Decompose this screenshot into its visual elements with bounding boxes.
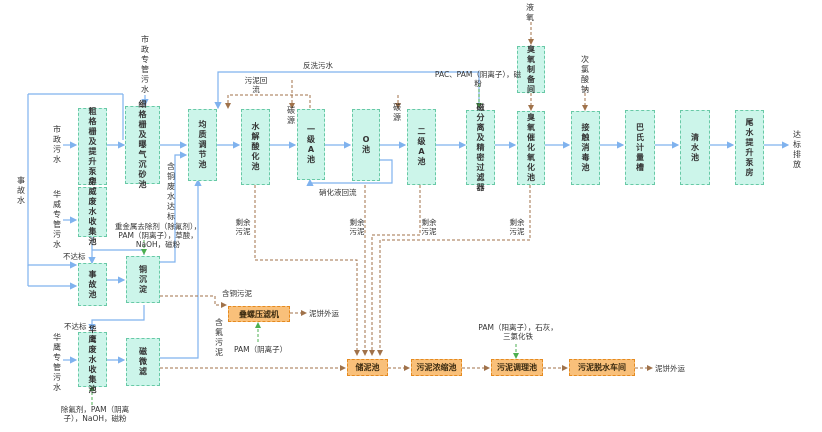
unit-contact-disinfection: 接触消毒池 (571, 111, 600, 185)
unit-huaying-collection-label: 华鹰废水收集池 (88, 324, 97, 394)
unit-o-tank: O池 (352, 109, 380, 181)
label-cake-out-2: 泥饼外运 (655, 364, 685, 373)
unit-ozone-oxidation-label: 臭氧催化氧化池 (527, 113, 535, 182)
unit-ozone-generation: 臭氧制备间 (517, 44, 545, 94)
unit-tail-pump-label: 尾水提升泵房 (745, 117, 754, 177)
unit-clear-water: 清水池 (680, 110, 710, 185)
label-pam-cation: PAM（阳离子），石灰，三氯化铁 (478, 323, 558, 341)
label-defluorine-reagent: 除氟剂，PAM（阴离子），NaOH，磁粉 (60, 405, 130, 423)
label-accident-water: 事故水 (17, 176, 25, 205)
unit-hydrolysis: 水解酸化池 (241, 109, 270, 185)
label-hypochlorite: 次氯酸钠 (581, 55, 589, 94)
unit-o-tank-label: O池 (362, 135, 370, 154)
unit-sludge-conditioning: 污泥调理池 (491, 359, 543, 376)
label-copper-sludge: 含铜污泥 (222, 289, 252, 298)
label-liquid-oxygen: 液氧 (526, 3, 534, 22)
unit-accident-tank-label: 事故池 (88, 269, 97, 299)
label-carbon-source-1: 碳源 (287, 106, 295, 125)
unit-sludge-thickener: 污泥浓缩池 (411, 359, 462, 376)
unit-primary-a-label: 一级A池 (307, 124, 315, 164)
label-huawei-pipe: 华威专管污水 (53, 190, 61, 249)
label-huaying-pipe: 华鹰专管污水 (53, 333, 61, 392)
unit-dewatering-building: 污泥脱水车间 (569, 359, 635, 376)
sludge-flow-lines (160, 22, 653, 371)
label-municipal-pipe: 市政专管污水 (141, 35, 149, 94)
unit-equalization: 均质调节池 (188, 109, 217, 181)
label-copper-wastewater: 含铜废水达标 (167, 162, 175, 221)
label-surplus-sludge-4: 剩余污泥 (509, 218, 525, 236)
unit-accident-tank: 事故池 (78, 263, 107, 306)
unit-screw-press: 叠螺压滤机 (228, 306, 290, 322)
unit-tail-pump: 尾水提升泵房 (735, 110, 764, 185)
label-surplus-sludge-3: 剩余污泥 (421, 218, 437, 236)
unit-ozone-oxidation: 臭氧催化氧化池 (517, 111, 545, 185)
unit-secondary-a: 二级A池 (407, 109, 436, 185)
label-not-compliant-2: 不达标 (64, 322, 87, 331)
unit-coarse-screen-label: 粗格栅及提升泵房 (88, 106, 97, 186)
label-surplus-sludge-1: 剩余污泥 (235, 218, 251, 236)
unit-copper-precipitation-label: 铜沉淀 (139, 264, 147, 294)
reagent-lines (89, 84, 519, 405)
unit-huaying-collection: 华鹰废水收集池 (78, 325, 107, 394)
label-fluorine-sludge: 含氟污泥 (215, 318, 223, 357)
unit-sludge-storage: 储泥池 (347, 359, 388, 376)
unit-secondary-a-label: 二级A池 (417, 127, 426, 166)
unit-huawei-collection-label: 华威废水收集池 (88, 177, 97, 246)
unit-mag-separation: 磁分离及精密过滤器 (466, 103, 495, 192)
unit-equalization-label: 均质调节池 (198, 120, 207, 169)
label-surplus-sludge-2: 剩余污泥 (349, 218, 365, 236)
unit-magnetic-microfilter: 磁微滤 (126, 338, 160, 386)
label-nitrate-return: 硝化液回流 (319, 188, 357, 197)
label-carbon-source-2: 碳源 (393, 103, 401, 122)
label-backwash: 反洗污水 (303, 61, 333, 70)
label-not-compliant-1: 不达标 (63, 252, 86, 261)
label-pam-anion: PAM（阴离子） (234, 345, 288, 354)
unit-fine-screen-label: 细格栅及曝气沉砂池 (138, 100, 147, 189)
label-discharge: 达标排放 (793, 130, 801, 169)
unit-fine-screen: 细格栅及曝气沉砂池 (125, 100, 160, 189)
unit-hydrolysis-label: 水解酸化池 (251, 122, 260, 171)
unit-clear-water-label: 清水池 (691, 132, 699, 162)
label-sludge-return: 污泥回流 (244, 76, 268, 94)
unit-parshall-flume-label: 巴氏计量槽 (636, 122, 644, 172)
unit-primary-a: 一级A池 (297, 109, 325, 180)
unit-mag-separation-label: 磁分离及精密过滤器 (476, 102, 485, 192)
label-pac-pam: PAC、PAM（阴离子），磁粉 (434, 70, 522, 88)
unit-huawei-collection: 华威废水收集池 (78, 177, 107, 246)
label-cake-out-1: 泥饼外运 (309, 309, 339, 318)
label-heavy-metal-reagent: 重金属去除剂（除氟剂），PAM（阴离子），草酸，NaOH，磁粉 (114, 222, 202, 249)
unit-copper-precipitation: 铜沉淀 (126, 256, 160, 303)
unit-ozone-generation-label: 臭氧制备间 (527, 44, 535, 94)
unit-magnetic-microfilter-label: 磁微滤 (139, 347, 147, 376)
label-municipal: 市政污水 (53, 125, 61, 164)
unit-contact-disinfection-label: 接触消毒池 (581, 123, 590, 172)
unit-coarse-screen: 粗格栅及提升泵房 (78, 106, 107, 186)
unit-parshall-flume: 巴氏计量槽 (625, 110, 655, 185)
